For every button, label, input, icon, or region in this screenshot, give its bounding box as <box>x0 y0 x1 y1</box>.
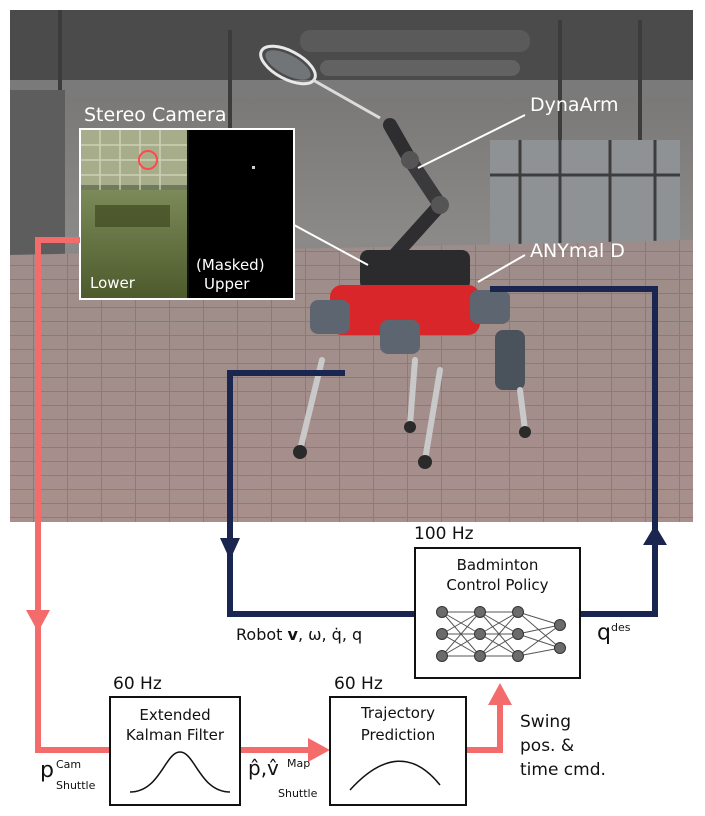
q-des-sup: des <box>610 621 631 634</box>
arrow-to-robot <box>643 525 667 545</box>
estimate-label: p̂,v̂ <box>248 756 279 780</box>
p-cam-sub: Shuttle <box>56 779 96 792</box>
anymal-pointer <box>477 254 526 283</box>
nn-edge <box>441 633 481 657</box>
policy-block <box>414 547 581 679</box>
lower-camera-view <box>81 130 187 298</box>
arrow-to-traj <box>308 738 330 762</box>
traj-title-line1: Trajectory <box>360 704 436 722</box>
stereo-camera-label: Stereo Camera <box>84 104 227 126</box>
gaussian-curve-icon <box>129 751 231 793</box>
traj-frequency: 60 Hz <box>334 674 383 694</box>
policy-title-line1: Badminton <box>456 556 539 574</box>
robot-state-velocity: v <box>287 625 298 644</box>
q-des-label: qdes <box>597 622 630 644</box>
nn-node <box>436 650 448 662</box>
ekf-title-line1: Extended <box>139 706 211 724</box>
traj-title-line2: Prediction <box>360 726 436 744</box>
ekf-frequency: 60 Hz <box>113 674 162 694</box>
anymal-robot <box>259 44 531 469</box>
nn-edge <box>517 624 561 657</box>
trajectory-block <box>329 696 467 806</box>
nn-edge <box>479 611 519 657</box>
anymal-label: ANYmal D <box>530 240 625 262</box>
nn-node <box>512 606 524 618</box>
nn-node <box>436 606 448 618</box>
arrow-robot-state <box>220 538 240 560</box>
nn-node <box>436 628 448 640</box>
neural-network-icon <box>441 611 561 657</box>
perception-path <box>35 237 503 753</box>
nn-node <box>512 650 524 662</box>
trajectory-arc-icon <box>349 760 441 791</box>
nn-edge <box>479 611 519 635</box>
dynaarm-label: DynaArm <box>530 94 619 116</box>
swing-line2: pos. & <box>520 736 575 756</box>
swing-line3: time cmd. <box>520 760 606 780</box>
control-loop-path <box>227 286 658 617</box>
shuttle-detection-circle <box>138 150 158 170</box>
nn-node <box>554 642 566 654</box>
nn-edge <box>441 611 481 635</box>
robot-state-rest: , ω, q̇, q <box>297 625 363 644</box>
p-cam-label: p <box>40 760 54 782</box>
robot-photo <box>10 10 693 522</box>
robot-state-prefix: Robot <box>236 625 283 644</box>
policy-title-line2: Control Policy <box>446 576 549 594</box>
robot-state-label: Robot v, ω, q̇, q <box>236 627 362 643</box>
nn-node <box>474 650 486 662</box>
stereo-camera-inset <box>79 128 369 300</box>
p-cam-base: p <box>40 758 54 783</box>
nn-node <box>512 628 524 640</box>
policy-frequency: 100 Hz <box>414 524 474 544</box>
arrow-to-policy <box>488 683 512 705</box>
nn-edge <box>479 633 519 657</box>
estimate-sup: Map <box>287 757 311 770</box>
nn-node <box>474 606 486 618</box>
q-des-base: q <box>597 620 611 646</box>
arrow-cam-down <box>26 610 50 632</box>
nn-edge <box>441 611 481 657</box>
swing-line1: Swing <box>520 712 571 732</box>
dynaarm-pointer <box>417 114 526 169</box>
ekf-title-line2: Kalman Filter <box>125 726 225 744</box>
cam-masked-label: (Masked) <box>196 256 265 274</box>
cam-upper-label: Upper <box>204 275 250 293</box>
nn-node <box>474 628 486 640</box>
p-cam-sup: Cam <box>56 758 82 771</box>
nn-edge <box>517 624 561 635</box>
nn-node <box>554 619 566 631</box>
cam-lower-label: Lower <box>90 274 135 292</box>
estimate-sub: Shuttle <box>278 787 318 800</box>
nn-edge <box>517 647 561 657</box>
ekf-block <box>109 696 241 806</box>
upper-camera-view <box>189 130 293 298</box>
nn-edge <box>517 611 561 626</box>
